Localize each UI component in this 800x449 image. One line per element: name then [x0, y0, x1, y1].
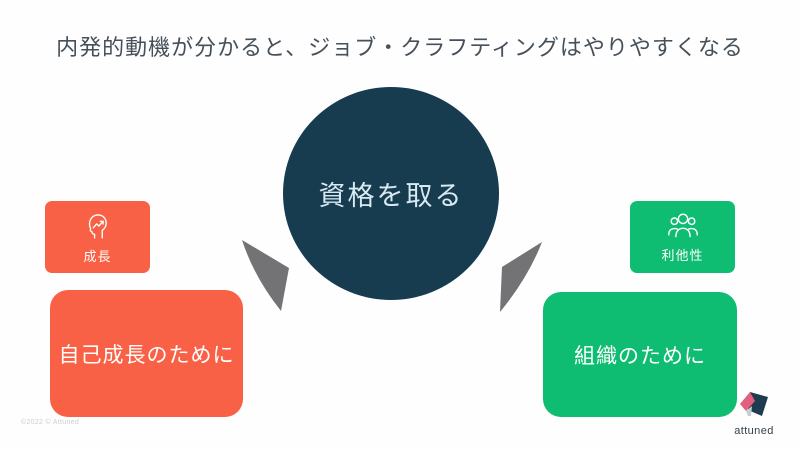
growth-box-label: 自己成長のために	[58, 343, 235, 367]
altruism-badge-label: 利他性	[661, 248, 704, 263]
organization-box-label: 組織のために	[574, 344, 706, 368]
organization-box: 組織のために	[543, 292, 737, 417]
head-growth-icon	[80, 209, 116, 243]
attuned-logo-text: attuned	[734, 425, 774, 437]
center-circle: 資格を取る	[283, 87, 499, 300]
growth-box: 自己成長のために	[50, 290, 243, 417]
attuned-logo: attuned	[725, 390, 783, 437]
right-arrow-icon	[500, 242, 542, 312]
people-group-icon	[663, 210, 703, 242]
growth-badge: 成長	[45, 201, 150, 273]
page-title: 内発的動機が分かると、ジョブ・クラフティングはやりやすくなる	[56, 35, 744, 60]
left-arrow-icon	[242, 240, 289, 311]
attuned-gem-icon	[736, 390, 772, 425]
growth-badge-label: 成長	[83, 249, 112, 264]
center-circle-label: 資格を取る	[318, 181, 464, 211]
altruism-badge: 利他性	[630, 201, 735, 273]
copyright-text: ©2022 © Attuned	[21, 419, 80, 426]
